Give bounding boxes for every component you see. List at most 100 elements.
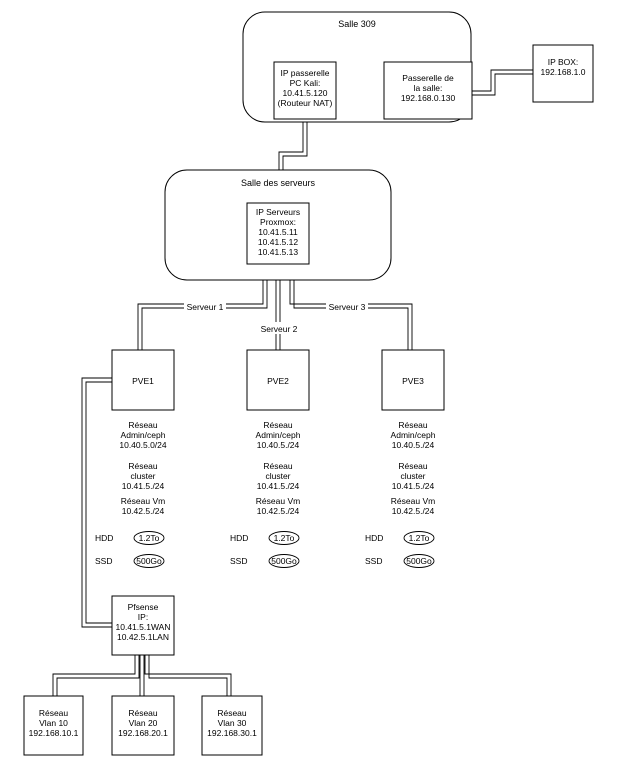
hdd-label: HDD (230, 533, 248, 543)
text-line: Pfsense (128, 602, 159, 612)
ssd-label: SSD (365, 556, 382, 566)
text-line: 10.42.5./24 (257, 506, 300, 516)
hdd-capacity: 1.2To (274, 533, 295, 543)
text-line: 192.168.30.1 (207, 728, 257, 738)
text-line: 192.168.1.0 (541, 67, 586, 77)
text-line: Réseau Vm (121, 496, 165, 506)
text-line: IP: (138, 612, 148, 622)
link-pfsense-vlan10-b (56, 655, 140, 696)
text-line: cluster (400, 471, 425, 481)
text-line: IP passerelle (281, 68, 330, 78)
kali-box (273, 61, 337, 120)
ssd-capacity: 500Go (406, 556, 432, 566)
ssd-label: SSD (230, 556, 247, 566)
text-line: 10.41.5.120 (283, 88, 328, 98)
text-line: 10.42.5./24 (122, 506, 165, 516)
link-pfsense-vlan30-b (148, 655, 228, 696)
pve-name: PVE1 (132, 376, 154, 386)
link-gateway-box-a (472, 69, 533, 92)
text-line: 10.41.5./24 (257, 481, 300, 491)
text-line: Réseau (263, 420, 293, 430)
text-line: Réseau Vm (256, 496, 300, 506)
pve-box (111, 349, 175, 411)
pve-name: PVE2 (267, 376, 289, 386)
vlan-box (23, 695, 84, 756)
text-line: 10.41.5.12 (258, 237, 298, 247)
text-line: 10.40.5.0/24 (119, 440, 167, 450)
ssd-capacity: 500Go (271, 556, 297, 566)
pve-box (246, 349, 310, 411)
pve-box (381, 349, 445, 411)
text-line: Admin/ceph (121, 430, 166, 440)
hdd-capacity-pill (403, 531, 435, 545)
link-pfsense-vlan30-a (144, 655, 232, 696)
text-line: Réseau (263, 461, 293, 471)
hdd-label: HDD (365, 533, 383, 543)
text-line: Réseau (217, 708, 247, 718)
proxmox-box (246, 202, 310, 265)
room-salle-serveurs-title: Salle des serveurs (241, 178, 316, 188)
text-line: 192.168.0.130 (401, 93, 456, 103)
ipbox-label: IP BOX:192.168.1.0 (541, 57, 586, 77)
pve-name: PVE3 (402, 376, 424, 386)
text-line: Vlan 30 (218, 718, 247, 728)
text-line: cluster (265, 471, 290, 481)
text-line: 10.40.5./24 (392, 440, 435, 450)
hdd-capacity-pill (268, 531, 300, 545)
text-line: Réseau (128, 708, 158, 718)
hdd-label: HDD (95, 533, 113, 543)
room-salle-309-title: Salle 309 (338, 19, 376, 29)
text-line: Réseau (128, 461, 158, 471)
serveur3-label-bg (326, 300, 368, 312)
text-line: cluster (130, 471, 155, 481)
hdd-capacity-pill (133, 531, 165, 545)
text-line: 10.40.5./24 (257, 440, 300, 450)
text-line: Réseau (39, 708, 69, 718)
ssd-label: SSD (95, 556, 112, 566)
text-line: Passerelle de (402, 73, 454, 83)
text-line: (Routeur NAT) (278, 98, 333, 108)
text-line: 10.42.5./24 (392, 506, 435, 516)
text-line: Admin/ceph (391, 430, 436, 440)
ssd-capacity: 500Go (136, 556, 162, 566)
text-line: PC Kali: (290, 78, 321, 88)
serveur1-label-bg (184, 300, 226, 312)
text-line: Proxmox: (260, 217, 296, 227)
text-line: IP BOX: (548, 57, 579, 67)
connectors (52, 69, 533, 696)
ssd-capacity-pill (133, 554, 165, 568)
link-pfsense-vlan10-a (52, 655, 136, 696)
link-label-serveur-2: Serveur 2 (261, 324, 298, 334)
text-line: 10.41.5./24 (122, 481, 165, 491)
text-line: Vlan 10 (39, 718, 68, 728)
text-line: Réseau (398, 461, 428, 471)
link-label-serveur-1: Serveur 1 (187, 302, 224, 312)
ipbox-box (532, 44, 594, 103)
text-line: 10.41.5.1WAN (116, 622, 171, 632)
text-line: 192.168.10.1 (29, 728, 79, 738)
hdd-capacity: 1.2To (139, 533, 160, 543)
text-line: Réseau (128, 420, 158, 430)
text-line: 10.41.5.11 (258, 227, 298, 237)
link-pve1-pfsense-b (85, 381, 112, 624)
text-line: Réseau (398, 420, 428, 430)
